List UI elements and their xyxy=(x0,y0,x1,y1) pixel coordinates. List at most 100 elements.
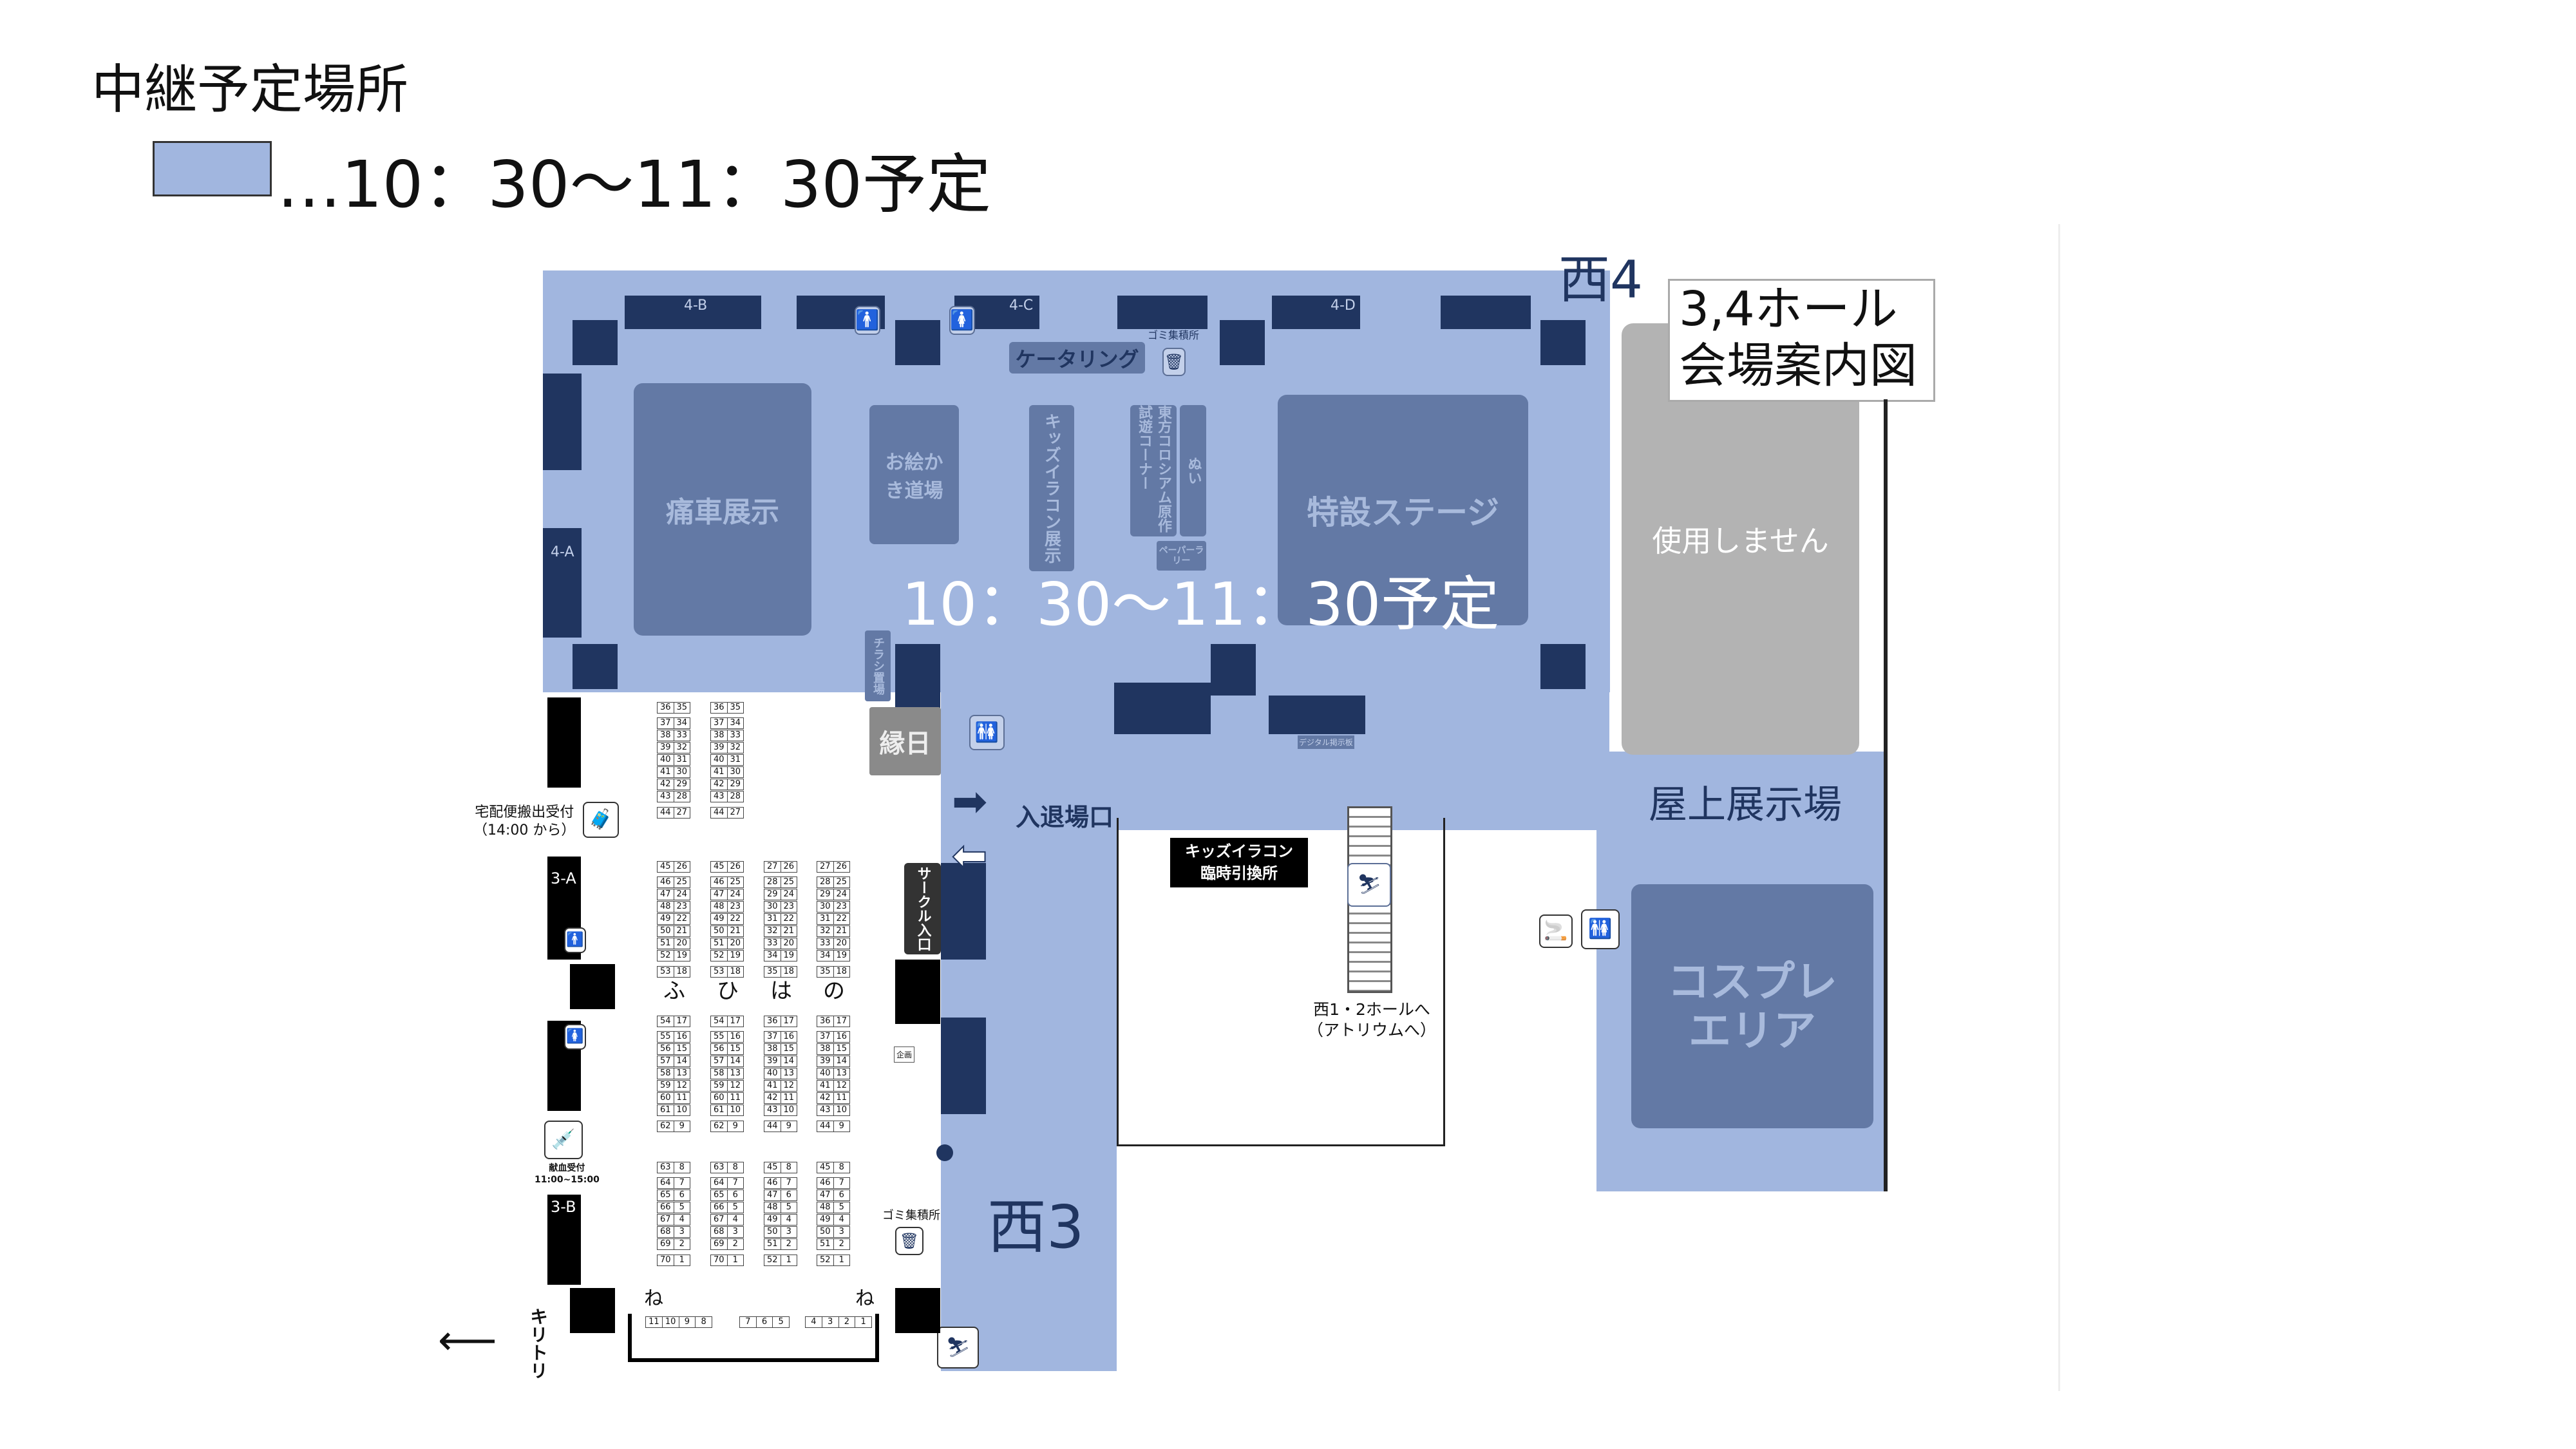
booth-number: 39 xyxy=(764,1056,781,1066)
booth-number: 47 xyxy=(711,889,728,900)
booth-number: 12 xyxy=(730,1081,741,1090)
zone-cosplay: コスプレ エリア xyxy=(1631,884,1873,1128)
legend-swatch xyxy=(153,141,272,196)
kiritori-label: キリトリ xyxy=(527,1307,549,1379)
booth-number: 3 xyxy=(732,1227,738,1236)
rooftop-label: 屋上展示場 xyxy=(1649,782,1842,828)
wall-block xyxy=(1441,296,1531,329)
booth-number: 6 xyxy=(838,1190,844,1200)
booth-number: 41 xyxy=(711,767,728,777)
booth-number: 33 xyxy=(817,938,834,949)
booth-number: 40 xyxy=(711,755,728,765)
booth-number: 31 xyxy=(730,755,741,764)
booth-number: 15 xyxy=(730,1044,741,1054)
booth-number: 32 xyxy=(817,926,834,936)
overlay-time-text: 10：30〜11：30予定 xyxy=(902,570,1500,639)
booth-number: 68 xyxy=(711,1227,728,1237)
booth-number: 2 xyxy=(838,1239,844,1249)
restroom-icon: 🚺 xyxy=(949,306,975,335)
zone-ennichi: 縁日 xyxy=(869,707,941,775)
booth-number: 48 xyxy=(764,1202,781,1213)
wall-block xyxy=(570,1288,615,1333)
booth-number: 5 xyxy=(778,1317,784,1327)
bottom-wall xyxy=(628,1314,879,1362)
blood-line2: 11:00~15:00 xyxy=(535,1175,600,1185)
wall-block xyxy=(895,960,940,1024)
wall-block xyxy=(941,863,986,960)
booth-number: 20 xyxy=(783,938,795,948)
booth-number: 14 xyxy=(783,1056,795,1066)
booth-number: 45 xyxy=(658,862,674,872)
booth-number: 3 xyxy=(822,1317,839,1327)
booth-number: 19 xyxy=(836,951,848,960)
kids-exchange-line2: 臨時引換所 xyxy=(1200,864,1278,882)
booth-number: 9 xyxy=(838,1121,844,1131)
booth-number: 8 xyxy=(732,1162,738,1172)
wall-block xyxy=(625,296,761,329)
wall-block xyxy=(941,1018,986,1114)
booth-number: 66 xyxy=(711,1202,728,1213)
booth-number: 45 xyxy=(817,1162,834,1173)
booth-number: 47 xyxy=(764,1190,781,1200)
wall-block xyxy=(1272,296,1360,329)
booth-number: 21 xyxy=(783,926,795,936)
zone-nui: ぬい xyxy=(1180,405,1206,536)
booth-number: 30 xyxy=(817,902,834,912)
restroom-icon: 🚻 xyxy=(1581,909,1620,949)
pillar xyxy=(895,320,940,365)
booth-number: 1 xyxy=(860,1317,866,1327)
booth-number: 22 xyxy=(730,914,741,923)
booth-number: 7 xyxy=(732,1178,738,1188)
booth-number: 30 xyxy=(764,902,781,912)
booth-number: 21 xyxy=(836,926,848,936)
booth-number: 39 xyxy=(817,1056,834,1066)
booth-number: 44 xyxy=(658,808,674,818)
booth-number: 12 xyxy=(676,1081,688,1090)
booth-number: 38 xyxy=(764,1044,781,1054)
booth-number: 42 xyxy=(764,1093,781,1103)
booth-number: 56 xyxy=(711,1044,728,1054)
booth-number: 10 xyxy=(836,1105,848,1115)
booth-number: 55 xyxy=(658,1032,674,1042)
booth-number: 31 xyxy=(817,914,834,924)
booth-number: 51 xyxy=(764,1239,781,1249)
booth-number: 28 xyxy=(676,791,688,801)
booth-number: 33 xyxy=(676,730,688,740)
booth-number: 41 xyxy=(764,1081,781,1091)
escalator-icon: ⛷ xyxy=(937,1327,979,1368)
booth-number: 8 xyxy=(786,1162,791,1172)
booth-number: 14 xyxy=(676,1056,688,1066)
entrance-arrow-out: ⬅ xyxy=(951,831,988,880)
booth-number: 29 xyxy=(730,779,741,789)
booth-number: 1 xyxy=(679,1255,685,1265)
booth-number: 7 xyxy=(679,1178,685,1188)
booth-number: 24 xyxy=(783,889,795,899)
booth-number: 17 xyxy=(783,1016,795,1026)
